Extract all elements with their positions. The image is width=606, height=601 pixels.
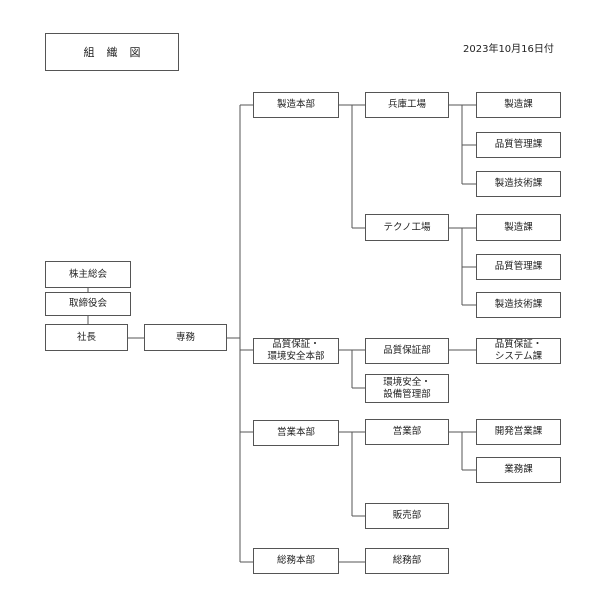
- node-hyogo-manufacturing-section: 製造課: [476, 92, 561, 118]
- node-techno-manufacturing-tech-section: 製造技術課: [476, 292, 561, 318]
- node-techno-manufacturing-section: 製造課: [476, 214, 561, 241]
- node-techno-plant: テクノ工場: [365, 214, 449, 241]
- node-techno-quality-control-section: 品質管理課: [476, 254, 561, 280]
- node-quality-env-division: 品質保証・ 環境安全本部: [253, 338, 339, 364]
- node-shareholders-meeting: 株主総会: [45, 261, 131, 288]
- node-president: 社長: [45, 324, 128, 351]
- node-retail-dept: 販売部: [365, 503, 449, 529]
- node-general-affairs-division: 総務本部: [253, 548, 339, 574]
- node-sales-dept: 営業部: [365, 419, 449, 445]
- node-hyogo-quality-control-section: 品質管理課: [476, 132, 561, 158]
- node-quality-assurance-dept: 品質保証部: [365, 338, 449, 364]
- chart-title: 組織図: [45, 33, 179, 71]
- node-env-safety-facility-dept: 環境安全・ 設備管理部: [365, 374, 449, 403]
- node-board-of-directors: 取締役会: [45, 292, 131, 316]
- node-manufacturing-division: 製造本部: [253, 92, 339, 118]
- node-development-sales-section: 開発営業課: [476, 419, 561, 445]
- node-business-section: 業務課: [476, 457, 561, 483]
- node-general-affairs-dept: 総務部: [365, 548, 449, 574]
- node-hyogo-plant: 兵庫工場: [365, 92, 449, 118]
- node-senior-director: 専務: [144, 324, 227, 351]
- node-sales-division: 営業本部: [253, 420, 339, 446]
- node-hyogo-manufacturing-tech-section: 製造技術課: [476, 171, 561, 197]
- effective-date: 2023年10月16日付: [463, 44, 554, 55]
- node-qa-system-section: 品質保証・ システム課: [476, 338, 561, 364]
